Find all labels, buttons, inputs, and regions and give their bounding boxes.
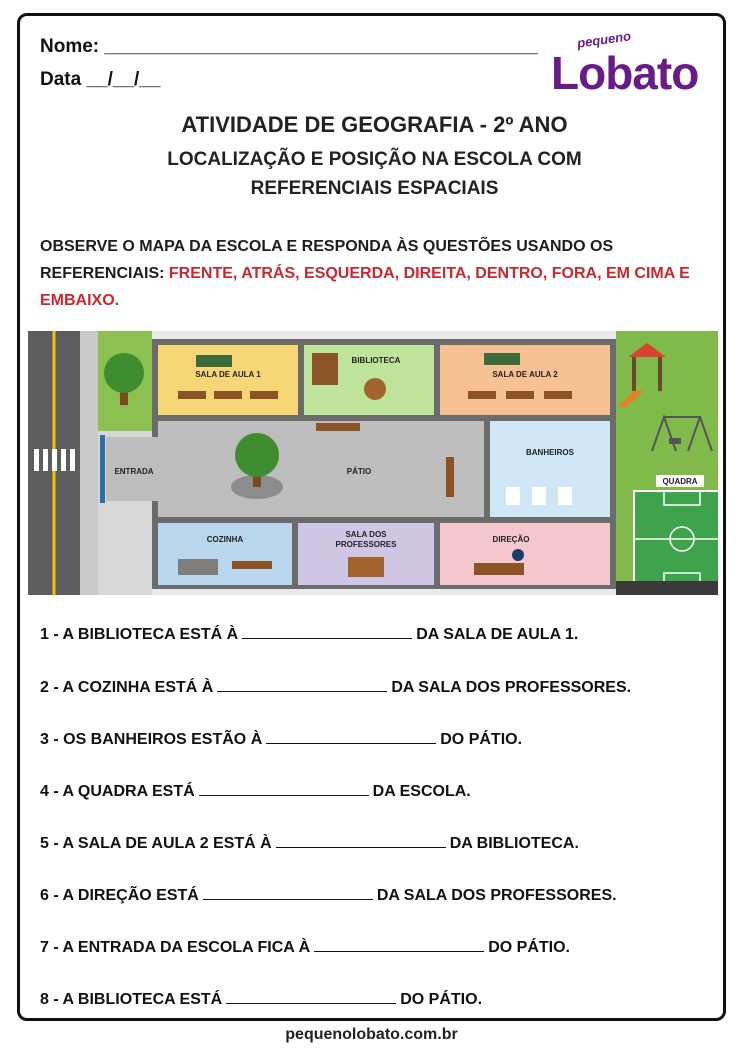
question-5-before: 5 - A SALA DE AULA 2 ESTÁ À: [40, 835, 272, 852]
worksheet-frame: Nome: __________________________________…: [17, 13, 726, 1021]
instructions-text: OBSERVE O MAPA DA ESCOLA E RESPONDA ÀS Q…: [40, 238, 614, 282]
court-icon: [633, 490, 718, 588]
name-field[interactable]: Nome: __________________________________…: [40, 36, 538, 57]
room-direcao: [440, 523, 610, 585]
label-sala-2: SALA DE AULA 2: [492, 370, 558, 379]
answer-blank-3[interactable]: [266, 730, 437, 744]
room-cozinha: [158, 523, 292, 585]
question-6-before: 6 - A DIREÇÃO ESTÁ: [40, 887, 199, 904]
question-2: 2 - A COZINHA ESTÁ À DA SALA DOS PROFESSO…: [40, 678, 631, 697]
tree-patio-icon: [231, 433, 283, 499]
page-subtitle-line2: REFERENCIAIS ESPACIAIS: [250, 178, 499, 199]
room-sala-2: [440, 345, 610, 415]
date-field[interactable]: Data __/__/__: [40, 69, 161, 90]
pequeno-lobato-logo: pequeno Lobato: [547, 28, 722, 108]
page-title: ATIVIDADE DE GEOGRAFIA - 2º ANO: [181, 112, 568, 137]
answer-blank-7[interactable]: [314, 938, 485, 952]
question-6-after: DA SALA DOS PROFESSORES.: [376, 887, 617, 904]
label-cozinha: COZINHA: [207, 535, 244, 544]
question-1: 1 - A BIBLIOTECA ESTÁ À DA SALA DE AULA 1…: [40, 625, 578, 644]
answer-blank-6[interactable]: [202, 886, 373, 900]
question-3-after: DO PÁTIO.: [440, 731, 523, 748]
school-map: SALA DE AULA 1 BIBLIOTECA SALA DE AULA 2…: [28, 331, 718, 595]
question-6: 6 - A DIREÇÃO ESTÁ DA SALA DOS PROFESSORE…: [40, 886, 617, 905]
label-biblioteca: BIBLIOTECA: [352, 356, 401, 365]
playground-icon: [618, 343, 666, 407]
question-4-after: DA ESCOLA.: [372, 783, 471, 800]
label-sala-1: SALA DE AULA 1: [195, 370, 261, 379]
label-patio: PÁTIO: [347, 467, 371, 476]
question-7: 7 - A ENTRADA DA ESCOLA FICA À DO PÁTIO.: [40, 938, 570, 957]
answer-blank-4[interactable]: [198, 782, 369, 796]
answer-blank-1[interactable]: [242, 625, 413, 639]
instructions-referentials: FRENTE, ATRÁS, ESQUERDA, DIREITA, DENTRO…: [40, 265, 690, 309]
question-8-before: 8 - A BIBLIOTECA ESTÁ: [40, 991, 223, 1008]
entrance-corridor: [106, 437, 158, 501]
label-quadra: QUADRA: [662, 477, 697, 486]
question-3-before: 3 - OS BANHEIROS ESTÃO À: [40, 731, 263, 748]
question-4-before: 4 - A QUADRA ESTÁ: [40, 783, 195, 800]
question-4: 4 - A QUADRA ESTÁ DA ESCOLA.: [40, 782, 471, 801]
label-professores-l1: SALA DOS: [345, 530, 387, 539]
instructions: OBSERVE O MAPA DA ESCOLA E RESPONDA ÀS Q…: [40, 233, 710, 314]
label-professores-l2: PROFESSORES: [336, 540, 398, 549]
crosswalk: [34, 449, 75, 471]
toilet-icons: [506, 487, 572, 505]
answer-blank-2[interactable]: [217, 678, 388, 692]
logo-wordmark: Lobato: [551, 47, 699, 99]
question-5-after: DA BIBLIOTECA.: [449, 835, 579, 852]
tree-left-icon: [104, 353, 144, 405]
question-2-before: 2 - A COZINHA ESTÁ À: [40, 679, 214, 696]
question-3: 3 - OS BANHEIROS ESTÃO À DO PÁTIO.: [40, 730, 522, 749]
question-8: 8 - A BIBLIOTECA ESTÁ DO PÁTIO.: [40, 990, 482, 1009]
patio-area: [158, 421, 484, 517]
question-2-after: DA SALA DOS PROFESSORES.: [391, 679, 632, 696]
page-subtitle-line1: LOCALIZAÇÃO E POSIÇÃO NA ESCOLA COM: [167, 149, 582, 170]
swing-icon: [651, 413, 713, 452]
question-5: 5 - A SALA DE AULA 2 ESTÁ À DA BIBLIOTECA…: [40, 834, 579, 853]
label-entrada: ENTRADA: [114, 467, 153, 476]
label-banheiros: BANHEIROS: [526, 448, 575, 457]
question-7-after: DO PÁTIO.: [488, 939, 570, 956]
site-url[interactable]: pequenolobato.com.br: [285, 1026, 458, 1043]
question-8-after: DO PÁTIO.: [400, 991, 483, 1008]
label-direcao: DIREÇÃO: [493, 535, 530, 544]
question-7-before: 7 - A ENTRADA DA ESCOLA FICA À: [40, 939, 311, 956]
answer-blank-5[interactable]: [275, 834, 446, 848]
question-1-after: DA SALA DE AULA 1.: [416, 626, 579, 643]
answer-blank-8[interactable]: [226, 990, 397, 1004]
question-1-before: 1 - A BIBLIOTECA ESTÁ À: [40, 626, 239, 643]
bookshelf-icon: [312, 353, 338, 385]
